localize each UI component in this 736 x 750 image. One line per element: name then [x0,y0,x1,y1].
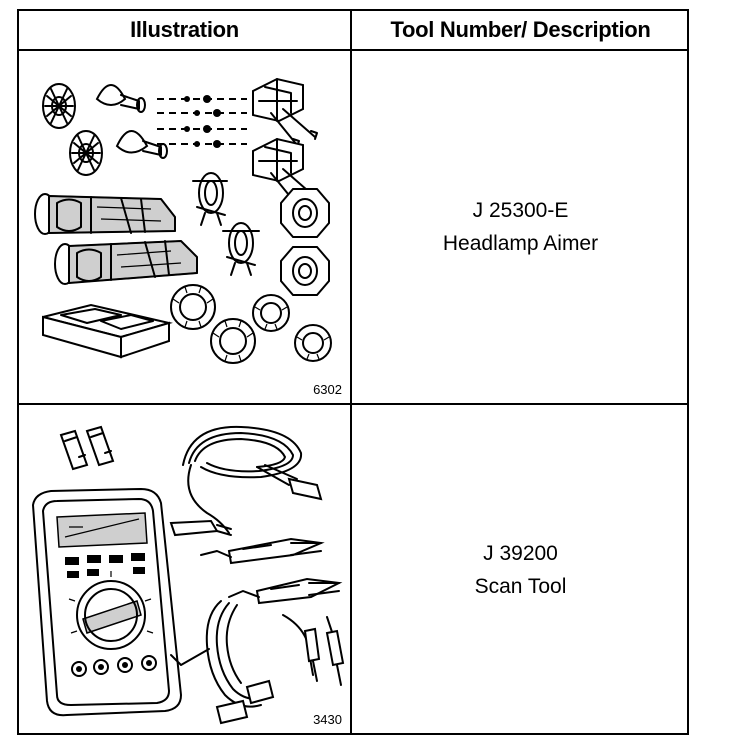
mounting-bracket-icon [252,77,318,148]
alligator-clip-icon [200,537,325,565]
lens-cup-icon [42,83,76,129]
row-divider [19,403,687,405]
coiled-lead-icon [170,600,275,725]
tool-number: J 39200 [483,542,558,565]
figure-number: 3430 [313,712,342,727]
figure-number: 6302 [313,382,342,397]
tool-description: Headlamp Aimer [442,232,599,255]
alligator-clip-icon [169,519,232,537]
aimer-body-icon [34,193,176,235]
level-gauge-icon [222,222,260,276]
illustration-scan-tool: 3430 [21,405,350,735]
aimer-body-icon [54,240,198,285]
alligator-clip-icon [228,577,343,605]
illustration-headlamp-aimer: 6302 [21,51,350,403]
lens-cup-icon [69,130,103,176]
adapter-ring-icon [210,318,256,364]
special-tools-table: Illustration Tool Number/ Description [17,9,689,735]
description-headlamp-aimer: J 25300-E Headlamp Aimer [352,51,689,403]
description-scan-tool: J 39200 Scan Tool [352,405,689,735]
adapter-plate-icon [280,188,330,238]
adapter-ring-icon [252,294,290,332]
header-tool-description: Tool Number/ Description [390,17,651,42]
level-gauge-icon [192,172,228,226]
adapter-pins-icon [157,95,247,148]
multimeter-icon [31,487,183,717]
tool-number: J 25300-E [472,199,569,222]
header-divider [19,49,687,51]
header-illustration: Illustration [130,17,239,42]
headlamp-aimer-kit-drawing [34,77,332,364]
suction-cup-icon [95,84,146,113]
tool-description: Scan Tool [474,575,567,598]
adapter-ring-icon [170,284,216,330]
storage-case-icon [42,303,173,359]
test-probe-icon [282,614,345,686]
table-border: Illustration Tool Number/ Description [17,9,689,735]
scan-tool-kit-drawing [31,425,345,725]
adapter-ring-icon [294,324,332,362]
coiled-cable-icon [182,425,323,534]
fuse-icon [59,425,115,471]
adapter-plate-icon [280,246,330,296]
mounting-bracket-icon [252,137,316,206]
suction-cup-icon [115,130,168,159]
column-divider [350,11,352,733]
